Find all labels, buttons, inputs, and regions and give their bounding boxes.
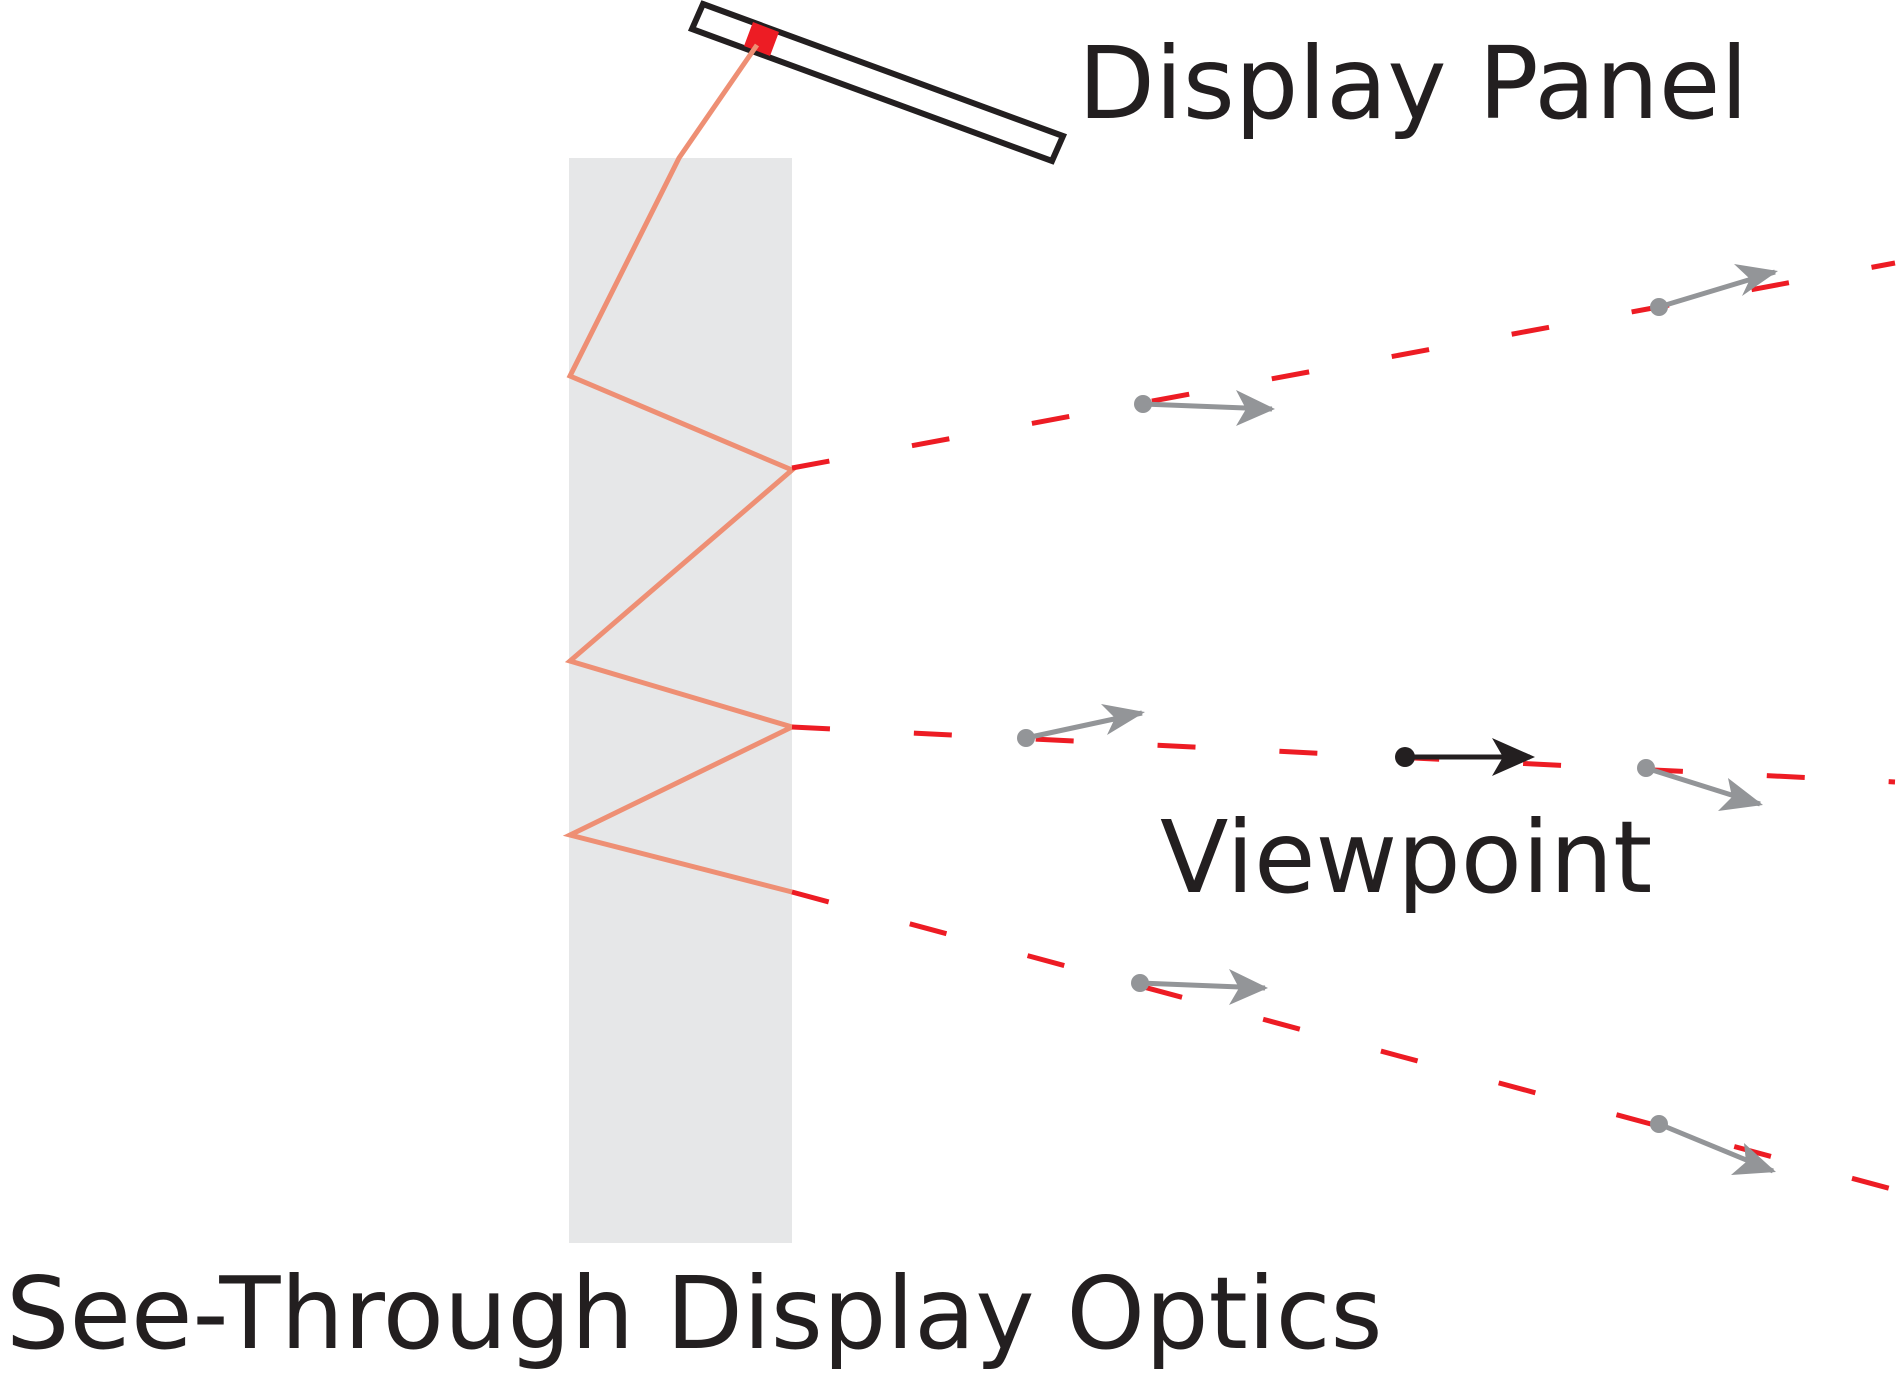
viewpoint-label: Viewpoint — [1160, 799, 1652, 916]
direction-arrow-1 — [1134, 390, 1275, 426]
ray-path-internal — [562, 43, 799, 895]
viewpoint-arrow — [1395, 738, 1535, 776]
display-panel — [687, 0, 1068, 165]
ray-dashed-bottom — [791, 889, 1900, 1194]
ray-dashed-top — [791, 260, 1896, 471]
direction-arrow-2 — [1650, 264, 1778, 316]
ray-dashed-middle — [791, 724, 1896, 785]
direction-arrow-5 — [1131, 969, 1268, 1005]
optics-block — [569, 158, 792, 1243]
display-panel-label: Display Panel — [1078, 25, 1748, 142]
direction-arrow-4 — [1637, 759, 1763, 811]
direction-arrow-6 — [1650, 1115, 1776, 1175]
direction-arrow-3 — [1017, 704, 1145, 747]
optics-label: See-Through Display Optics — [6, 1255, 1383, 1372]
